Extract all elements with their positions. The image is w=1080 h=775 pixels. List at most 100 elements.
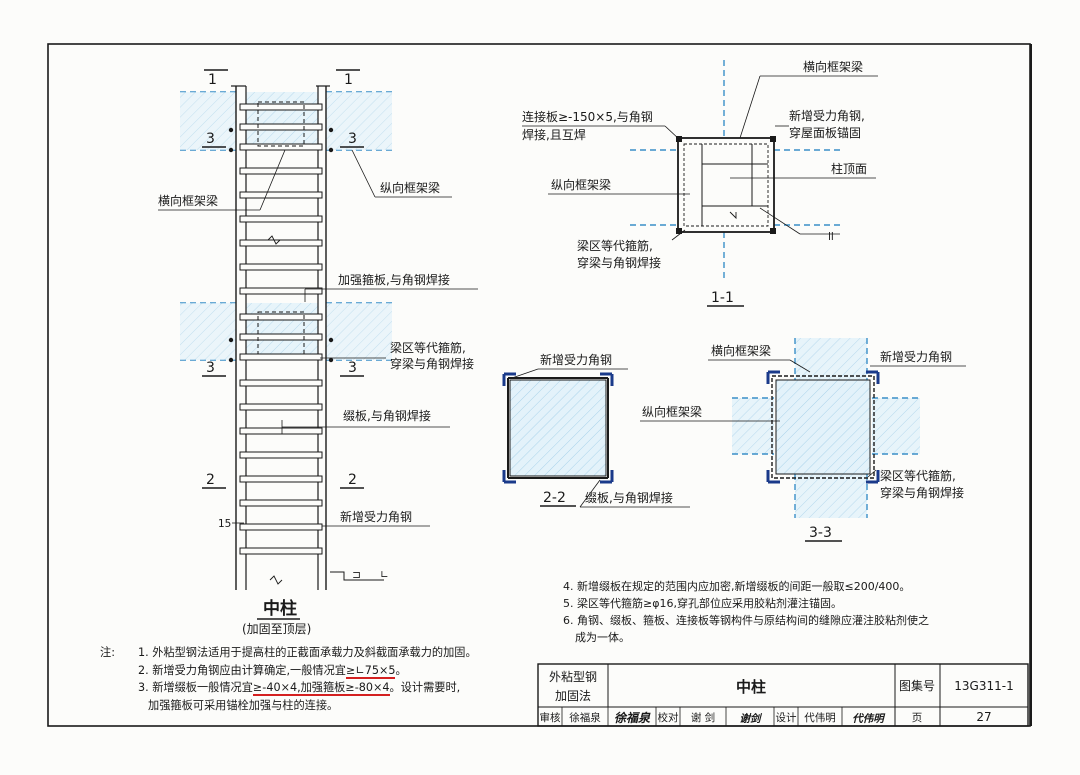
tb-check-signature: 谢剑 [740,712,763,725]
section-2-2: 新增受力角钢 2-2 缀板,与角钢焊接 [502,352,690,508]
tb-review-name: 徐福泉 [569,711,601,724]
batten-plate [239,263,323,271]
batten-plate [239,191,323,199]
section-1-1: 横向框架梁 连接板≥-150×5,与角钢 焊接,且互焊 新增受力角钢, 穿屋面板… [522,59,878,307]
note-3-text-e: 。设计需要时, [389,681,461,694]
batten-plate [239,523,323,531]
column-elevation: ⊐ ∟ [180,85,392,590]
elevation-labels: 横向框架梁 纵向框架梁 加强箍板,与角钢焊接 梁区等代箍筋, 穿梁与角钢焊接 缀… [158,149,478,636]
label-new-angle-roof-1: 新增受力角钢, [789,108,865,123]
label-connect-plate-1: 连接板≥-150×5,与角钢 [522,109,653,124]
tb-method-2: 加固法 [555,689,591,703]
section-mark-3-left: 3 [206,131,215,147]
label-longitudinal-beam: 纵向框架梁 [380,180,440,195]
tb-review-signature: 徐福泉 [614,711,651,725]
note-3: 3. 新增缀板一般情况宜≥-40×4,加强箍板≥-80×4。设计需要时, [100,679,520,697]
label-1-1-transverse-beam: 横向框架梁 [803,59,863,74]
column-title: 中柱 [263,598,297,619]
tb-check-name: 谢 剑 [691,711,715,724]
label-transverse-beam: 横向框架梁 [158,193,218,208]
label-new-angle-roof-2: 穿屋面板锚固 [789,125,861,140]
section-mark-2-left: 2 [206,472,215,488]
batten-plate [239,475,323,483]
batten-plate [239,215,323,223]
batten-plate [239,499,323,507]
label-2-2-batten-plate: 缀板,与角钢焊接 [585,490,673,505]
section-title-1-1: 1-1 [711,290,734,306]
tb-atlas-label: 图集号 [899,678,935,693]
batten-plate [239,123,323,131]
section-mark-1-right: 1 [344,72,353,88]
note-5: 5. 梁区等代箍筋≥φ16,穿孔部位应采用胶粘剂灌注锚固。 [563,597,842,610]
label-3-3-longitudinal-beam: 纵向框架梁 [642,404,702,419]
label-batten-plate: 缀板,与角钢焊接 [343,408,431,423]
note-2-end: 。 [395,663,407,677]
notes-right: 4. 新增缀板在规定的范围内应加密,新增缀板的间距一般取≤200/400。 5.… [563,578,1003,646]
batten-plate [239,403,323,411]
label-connect-plate-2: 焊接,且互焊 [522,127,586,142]
tb-page-label: 页 [912,712,923,724]
section-title-3-3: 3-3 [809,525,832,541]
note-3-text-f: 加强箍板可采用锚栓加强与柱的连接。 [148,698,339,712]
label-2-2-new-angle: 新增受力角钢 [540,352,612,367]
label-column-top: 柱顶面 [831,161,867,176]
batten-plate [239,547,323,555]
title-block [537,663,1029,727]
batten-plate [239,313,323,321]
tb-page-no: 27 [976,710,991,724]
section-mark-3-right: 3 [348,131,357,147]
tb-design-signature: 代伟明 [852,712,886,725]
tb-review-label: 审核 [540,711,561,724]
note-3-highlight-2: ≥-80×4 [345,681,390,696]
section-mark-1-left: 1 [208,72,217,88]
tb-check-label: 校对 [658,711,679,724]
batten-plate [239,167,323,175]
tb-method-1: 外粘型钢 [549,669,597,684]
batten-plate [239,143,323,151]
note-6-cont: 成为一体。 [575,631,630,644]
batten-plate [239,239,323,247]
section-title-2-2: 2-2 [543,490,566,506]
section-mark-3-right-2: 3 [348,360,357,376]
note-3-text-c: ,加强箍板 [297,681,346,696]
label-1-1-equiv-stirrup-1: 梁区等代箍筋, [577,238,653,253]
tb-design-label: 设计 [776,711,797,724]
note-3-cont: 加强箍板可采用锚栓加强与柱的连接。 [100,697,520,715]
label-equiv-stirrup-1: 梁区等代箍筋, [390,340,466,355]
batten-plate [239,353,323,361]
section-mark-2-right: 2 [348,472,357,488]
label-3-3-transverse-beam: 横向框架梁 [711,343,771,358]
label-3-3-equiv-stirrup-2: 穿梁与角钢焊接 [880,485,964,500]
label-1-1-equiv-stirrup-2: 穿梁与角钢焊接 [577,255,661,270]
note-2: 2. 新增受力角钢应由计算确定,一般情况宜≥∟75×5。 [100,662,520,680]
tb-design-name: 代伟明 [804,711,836,724]
batten-plate [239,451,323,459]
batten-plate [239,427,323,435]
section-3-3: 横向框架梁 新增受力角钢 纵向框架梁 梁区等代箍筋, 穿梁与角钢焊接 3-3 [640,338,966,542]
label-equiv-stirrup-2: 穿梁与角钢焊接 [390,356,474,371]
note-1-text: 1. 外粘型钢法适用于提高柱的正截面承载力及斜截面承载力的加固。 [138,646,477,659]
batten-plate [239,379,323,387]
batten-plate [239,333,323,341]
section-markers: 1 1 3 3 3 3 2 2 [202,69,364,489]
dim-15: 15 [218,518,231,530]
note-6: 6. 角钢、缀板、箍板、连接板等钢构件与原结构间的缝隙应灌注胶粘剂使之 [563,614,929,627]
note-3-highlight-1: ≥-40×4 [252,681,298,696]
note-4: 4. 新增缀板在规定的范围内应加密,新增缀板的间距一般取≤200/400。 [563,580,911,593]
svg-text:ll: ll [828,231,834,243]
section-mark-3-left-2: 3 [206,360,215,376]
title-block-text: 外粘型钢 加固法 中柱 图集号 13G311-1 审核 徐福泉 徐福泉 校对 谢… [540,669,1014,725]
note-2-text: 2. 新增受力角钢应由计算确定,一般情况宜 [138,663,346,677]
label-3-3-equiv-stirrup-1: 梁区等代箍筋, [880,468,956,483]
label-stiffener-plate: 加强箍板,与角钢焊接 [338,272,450,287]
label-new-angle: 新增受力角钢 [340,509,412,524]
batten-plate [239,103,323,111]
tb-title: 中柱 [736,678,766,696]
label-3-3-new-angle: 新增受力角钢 [880,349,952,364]
svg-text:⊐: ⊐ [352,569,361,581]
batten-plate [239,287,323,295]
column-subtitle: (加固至顶层) [242,622,311,636]
label-1-1-longitudinal-beam: 纵向框架梁 [551,177,611,192]
notes-lead: 注: [100,646,115,659]
